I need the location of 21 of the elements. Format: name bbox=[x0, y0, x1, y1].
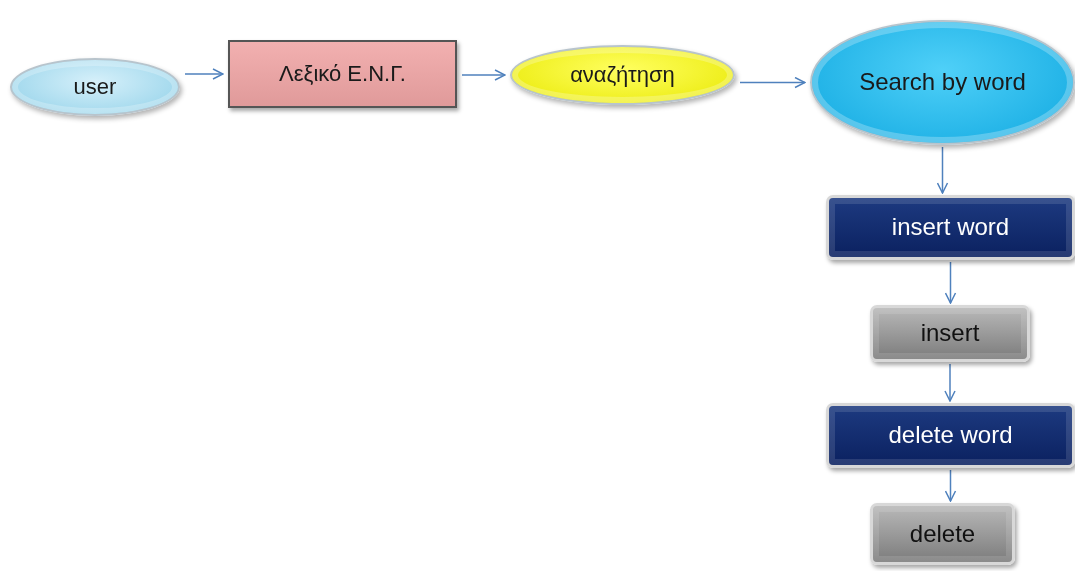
arrow bbox=[936, 146, 949, 194]
arrow bbox=[944, 363, 956, 402]
arrow bbox=[944, 469, 957, 502]
oval-node bbox=[10, 58, 180, 116]
button-box bbox=[870, 305, 1030, 362]
arrow bbox=[184, 68, 224, 80]
arrow bbox=[944, 261, 957, 304]
node-label: insert word bbox=[891, 212, 1010, 243]
node-label: insert bbox=[920, 318, 980, 349]
node-label: delete bbox=[909, 518, 976, 549]
process-box bbox=[228, 40, 457, 108]
node-label: delete word bbox=[888, 420, 1013, 451]
button-box bbox=[826, 195, 1075, 260]
node-label: Search by word bbox=[859, 67, 1026, 98]
arrow bbox=[739, 76, 806, 89]
node-label: αναζήτηση bbox=[570, 61, 675, 90]
arrow bbox=[461, 69, 506, 81]
button-box bbox=[826, 403, 1075, 468]
node-label: user bbox=[73, 73, 117, 102]
node-label: Λεξικό Ε.Ν.Γ. bbox=[279, 60, 406, 89]
button-box bbox=[870, 503, 1015, 565]
